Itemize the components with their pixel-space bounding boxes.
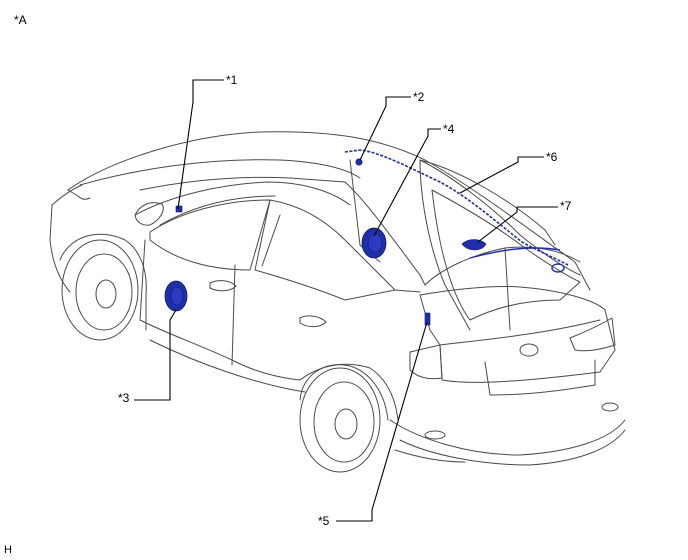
component-7 (461, 239, 487, 251)
view-label: *A (14, 13, 27, 27)
component-4-speaker (361, 227, 387, 259)
callout-label-6: *6 (546, 150, 558, 164)
leader-7 (477, 206, 558, 243)
leader-2 (359, 96, 411, 161)
car-body-outline (49, 131, 626, 473)
callout-label-4: *4 (443, 122, 455, 136)
leader-6 (459, 156, 544, 194)
footer-code: H (4, 544, 12, 556)
callout-label-7: *7 (560, 199, 572, 213)
callout-label-3: *3 (118, 391, 130, 405)
leader-lines (134, 79, 558, 522)
leader-3 (134, 309, 177, 401)
component-1 (175, 205, 183, 213)
component-2 (355, 158, 363, 166)
leader-5 (336, 321, 428, 522)
callout-label-1: *1 (226, 73, 238, 87)
component-3-speaker (164, 280, 188, 312)
callout-label-5: *5 (318, 514, 330, 528)
callout-label-2: *2 (413, 90, 425, 104)
leader-4 (373, 128, 441, 237)
component-5 (424, 312, 431, 326)
component-6-antenna-wire (344, 149, 569, 273)
leader-1 (177, 79, 224, 210)
